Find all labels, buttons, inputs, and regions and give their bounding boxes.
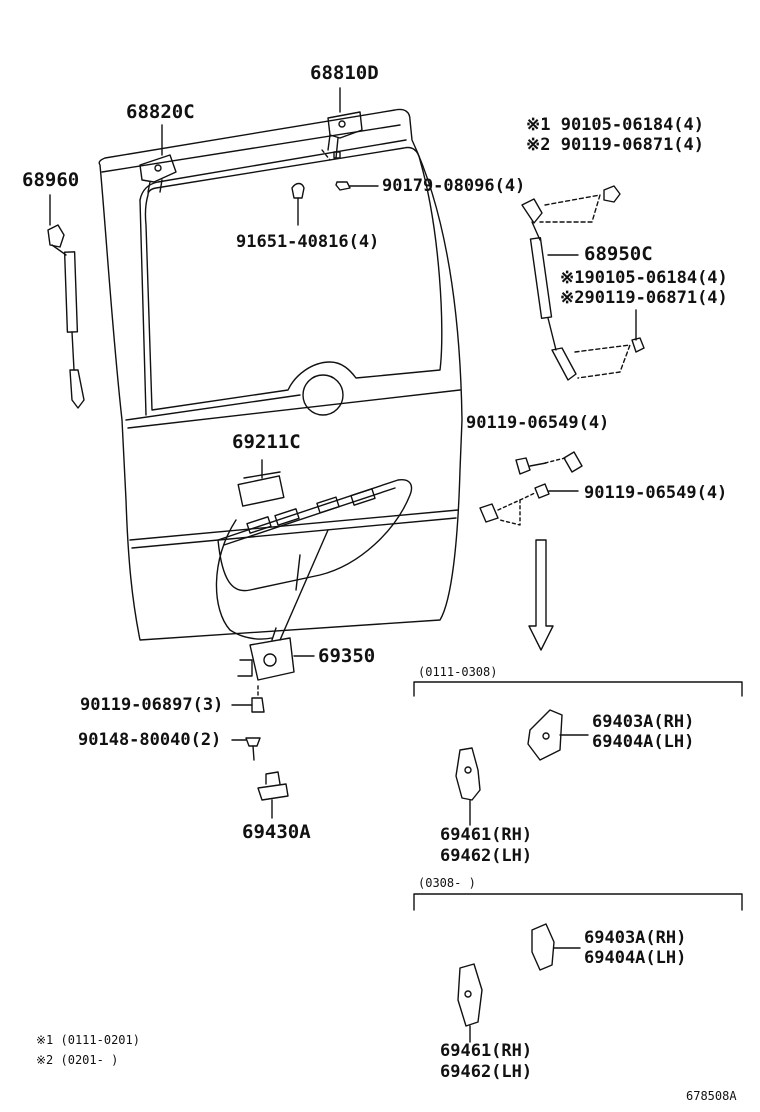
- label-90148-80040: 90148-80040(2): [78, 730, 222, 750]
- label-r1-69462: 69462(LH): [440, 846, 533, 866]
- down-arrow: [528, 539, 554, 651]
- guide-69461-r1: [455, 747, 481, 801]
- outside-handle-69211c: [237, 475, 285, 507]
- label-68820c: 68820C: [126, 101, 195, 123]
- cushion-69403a-r2: [531, 923, 555, 971]
- back-door-panel: [98, 108, 463, 641]
- diagram-id: 678508A: [686, 1089, 737, 1103]
- label-68810d: 68810D: [310, 62, 379, 84]
- label-69350: 69350: [318, 645, 376, 667]
- range-bracket-2: [413, 893, 743, 911]
- label-note1-top: ※1 90105-06184(4): [526, 115, 705, 135]
- label-90119-06549-b: 90119-06549(4): [584, 483, 728, 503]
- label-note2-top: ※2 90119-06871(4): [526, 135, 705, 155]
- label-note2-mid: ※290119-06871(4): [560, 288, 728, 308]
- striker-69430a: [257, 783, 289, 801]
- lock-69350: [237, 627, 315, 681]
- label-r1-69404a: 69404A(LH): [592, 732, 695, 752]
- label-r2-69403a: 69403A(RH): [584, 928, 687, 948]
- label-range-1: (0111-0308): [418, 665, 498, 679]
- label-68950c: 68950C: [584, 243, 653, 265]
- strut-68950c: [521, 194, 631, 381]
- label-r2-69462: 69462(LH): [440, 1062, 533, 1082]
- hinge-68820c: [139, 124, 177, 193]
- label-r1-69461: 69461(RH): [440, 825, 533, 845]
- hinge-68810d: [321, 87, 363, 161]
- range-bracket-1: [413, 681, 743, 697]
- guide-69461-r2: [457, 963, 483, 1027]
- label-90179-08096: 90179-08096(4): [382, 176, 526, 196]
- label-90119-06897: 90119-06897(3): [80, 695, 224, 715]
- label-90119-06549-a: 90119-06549(4): [466, 413, 610, 433]
- label-91651-40816: 91651-40816(4): [236, 232, 380, 252]
- label-69211c: 69211C: [232, 431, 301, 453]
- cushion-69403a-r1: [527, 709, 563, 761]
- footnote-1: ※1 (0111-0201): [36, 1033, 140, 1047]
- label-r1-69403a: 69403A(RH): [592, 712, 695, 732]
- window-opening: [144, 146, 443, 411]
- label-r2-69404a: 69404A(LH): [584, 948, 687, 968]
- label-range-2: (0308- ): [418, 876, 476, 890]
- license-recess: [217, 478, 413, 592]
- label-r2-69461: 69461(RH): [440, 1041, 533, 1061]
- footnote-2: ※2 (0201- ): [36, 1053, 119, 1067]
- strut-68960: [47, 194, 85, 409]
- label-note1-mid: ※190105-06184(4): [560, 268, 728, 288]
- label-68960: 68960: [22, 169, 80, 191]
- label-69430a: 69430A: [242, 821, 311, 843]
